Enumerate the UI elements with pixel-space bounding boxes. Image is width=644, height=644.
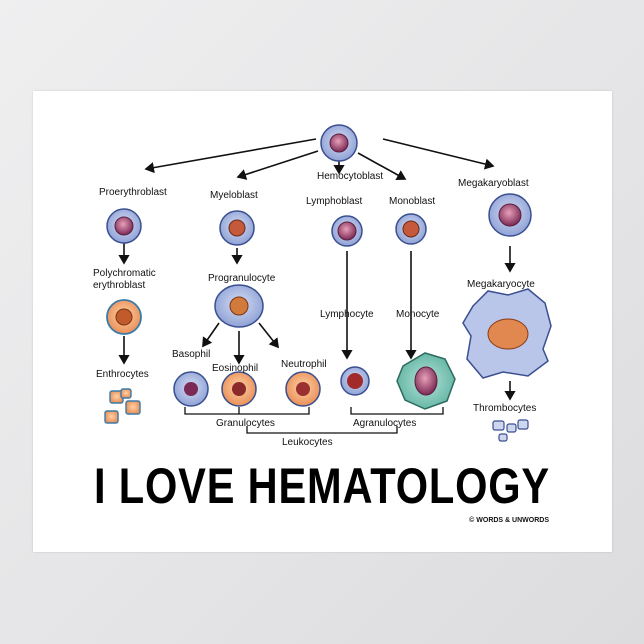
cell-neutrophil xyxy=(285,371,321,407)
cell-lymphoblast xyxy=(331,215,363,247)
cells-erythrocytes xyxy=(104,388,141,424)
headline: I LOVE HEMATOLOGY xyxy=(94,458,550,514)
cell-progranulocyte xyxy=(214,284,264,328)
label-megakaryocyte: Megakaryocyte xyxy=(467,279,535,290)
label-polychromatic: Polychromatic xyxy=(93,268,156,279)
label-erythrocytes: Enthrocytes xyxy=(96,369,149,380)
cell-monoblast xyxy=(395,213,427,245)
label-neutrophil: Neutrophil xyxy=(281,359,327,370)
cells-thrombocytes xyxy=(492,419,529,442)
label-agranulocytes: Agranulocytes xyxy=(353,418,416,429)
hematopoiesis-diagram: Hemocytoblast Proerythroblast Myeloblast… xyxy=(93,124,552,524)
label-lymphoblast: Lymphoblast xyxy=(306,196,363,207)
cell-megakaryocyte xyxy=(462,288,552,379)
lineage-arrows xyxy=(118,138,516,401)
copyright: © WORDS & UNWORDS xyxy=(469,516,549,524)
cell-basophil xyxy=(173,371,209,407)
label-monocyte: Monocyte xyxy=(396,309,440,320)
cell-eosinophil xyxy=(221,371,257,407)
label-progranulocyte: Progranulocyte xyxy=(208,273,276,284)
label-myeloblast: Myeloblast xyxy=(210,190,258,201)
label-thrombocytes: Thrombocytes xyxy=(473,403,536,414)
group-brackets xyxy=(184,407,444,434)
label-megakaryoblast: Megakaryoblast xyxy=(458,178,529,189)
poster: Hemocytoblast Proerythroblast Myeloblast… xyxy=(33,91,612,552)
label-leukocytes: Leukocytes xyxy=(282,437,333,448)
cell-megakaryoblast xyxy=(488,193,532,237)
cell-monocyte xyxy=(396,352,456,410)
cell-hemocytoblast xyxy=(320,124,358,162)
label-lymphocyte: Lymphocyte xyxy=(320,309,374,320)
label-eosinophil: Eosinophil xyxy=(212,363,258,374)
label-monoblast: Monoblast xyxy=(389,196,435,207)
label-proerythroblast: Proerythroblast xyxy=(99,187,167,198)
cell-lymphocyte xyxy=(340,366,370,396)
cell-myeloblast xyxy=(219,210,255,246)
label-granulocytes: Granulocytes xyxy=(216,418,275,429)
label-basophil: Basophil xyxy=(172,349,210,360)
cell-proerythroblast xyxy=(106,208,142,244)
label-erythroblast: erythroblast xyxy=(93,280,145,291)
cell-polychromatic-erythroblast xyxy=(106,299,142,335)
label-hemocytoblast: Hemocytoblast xyxy=(317,171,383,182)
